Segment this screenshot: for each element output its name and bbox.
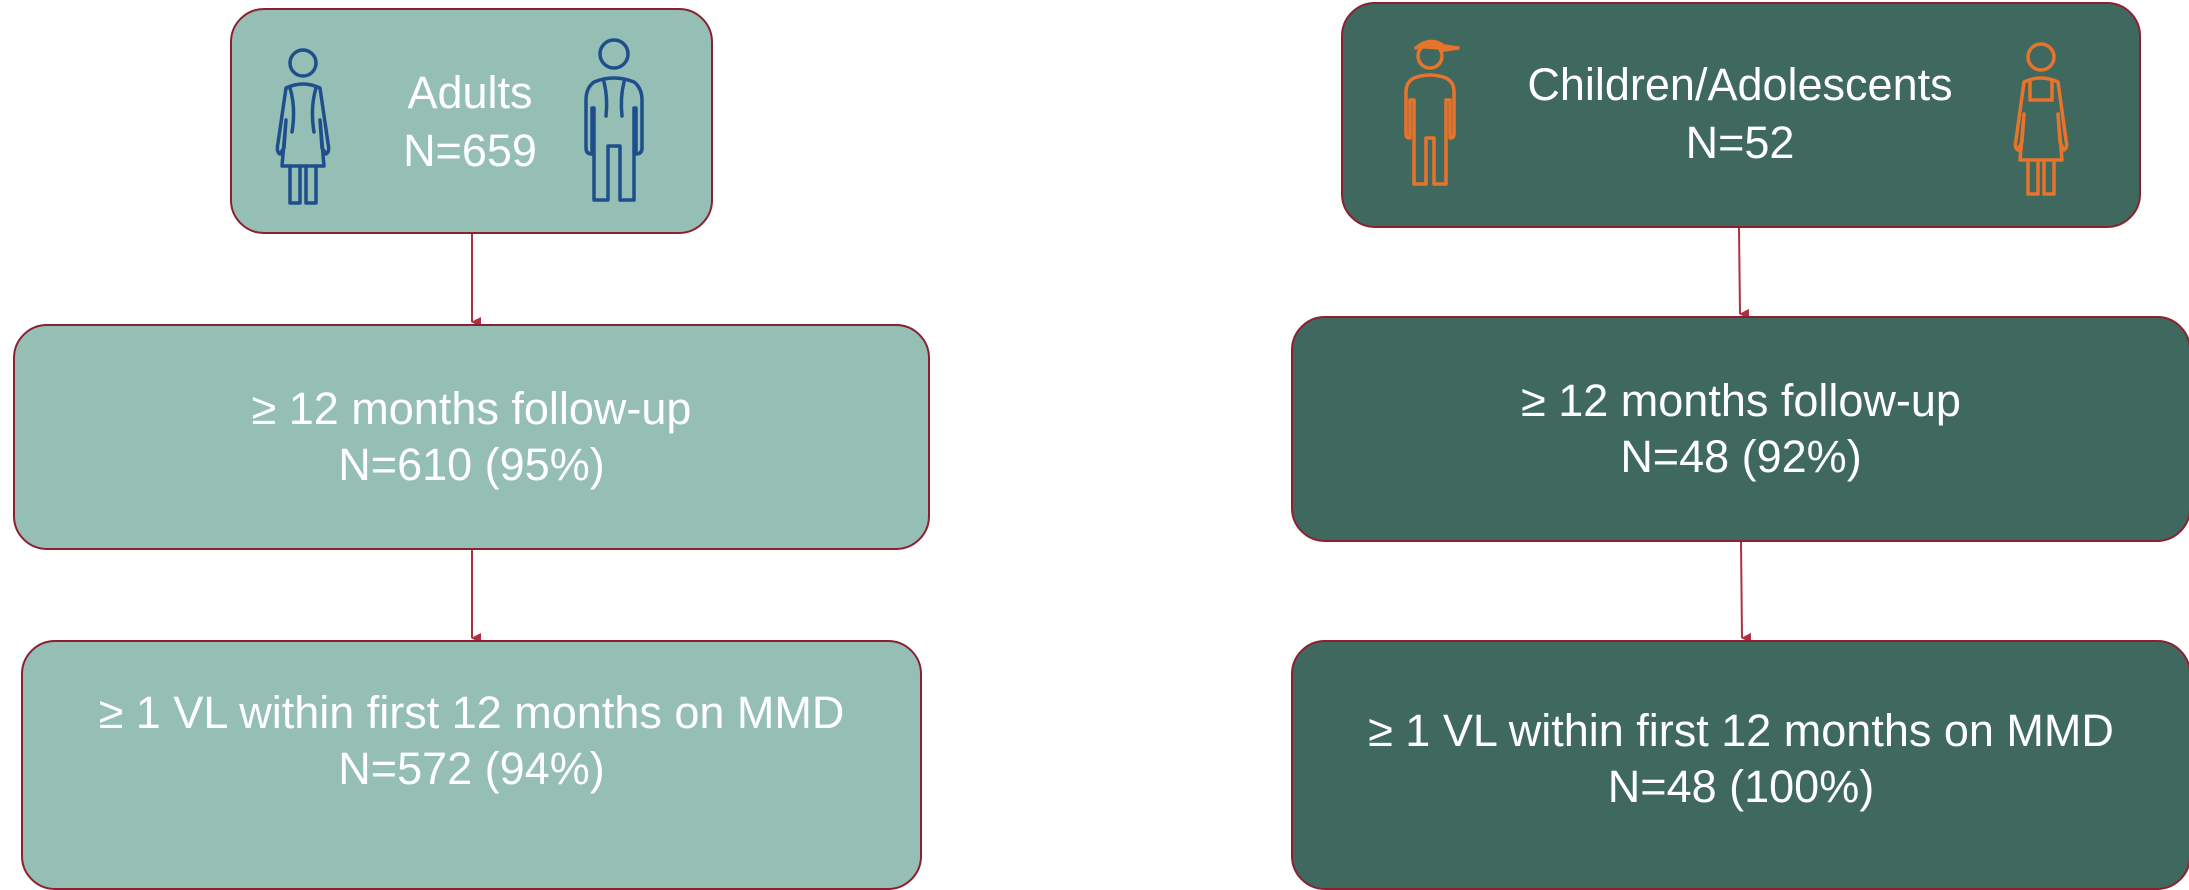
- adults-followup-label: ≥ 12 months follow-up: [251, 382, 692, 434]
- arrow-children-to-followup: [1738, 227, 1750, 319]
- adults-vl-box: ≥ 1 VL within first 12 months on MMD N=5…: [21, 640, 922, 890]
- man-icon: [584, 38, 644, 202]
- children-followup-count: N=48 (92%): [1620, 431, 1862, 482]
- adults-header-text: Adults N=659: [380, 64, 560, 179]
- arrow-children-followup-to-vl: [1740, 541, 1752, 643]
- woman-icon: [275, 48, 331, 205]
- children-count: N=52: [1685, 116, 1795, 168]
- girl-icon: [2013, 42, 2069, 196]
- children-vl-label: ≥ 1 VL within first 12 months on MMD: [1368, 704, 2114, 756]
- adults-followup-count: N=610 (95%): [338, 439, 605, 490]
- children-vl-count: N=48 (100%): [1607, 761, 1875, 812]
- adults-followup-box: ≥ 12 months follow-up N=610 (95%): [13, 324, 930, 550]
- adults-count: N=659: [403, 124, 537, 176]
- children-header-text: Children/Adolescents N=52: [1490, 56, 1990, 171]
- children-followup-box: ≥ 12 months follow-up N=48 (92%): [1291, 316, 2189, 542]
- children-header-box: [1341, 2, 2141, 228]
- adults-vl-count: N=572 (94%): [338, 743, 605, 794]
- adults-title: Adults: [407, 67, 533, 118]
- children-vl-box: ≥ 1 VL within first 12 months on MMD N=4…: [1291, 640, 2189, 890]
- children-followup-label: ≥ 12 months follow-up: [1521, 374, 1961, 426]
- adults-vl-label: ≥ 1 VL within first 12 months on MMD: [98, 686, 845, 738]
- children-title: Children/Adolescents: [1527, 59, 1953, 110]
- boy-with-cap-icon: [1404, 39, 1460, 186]
